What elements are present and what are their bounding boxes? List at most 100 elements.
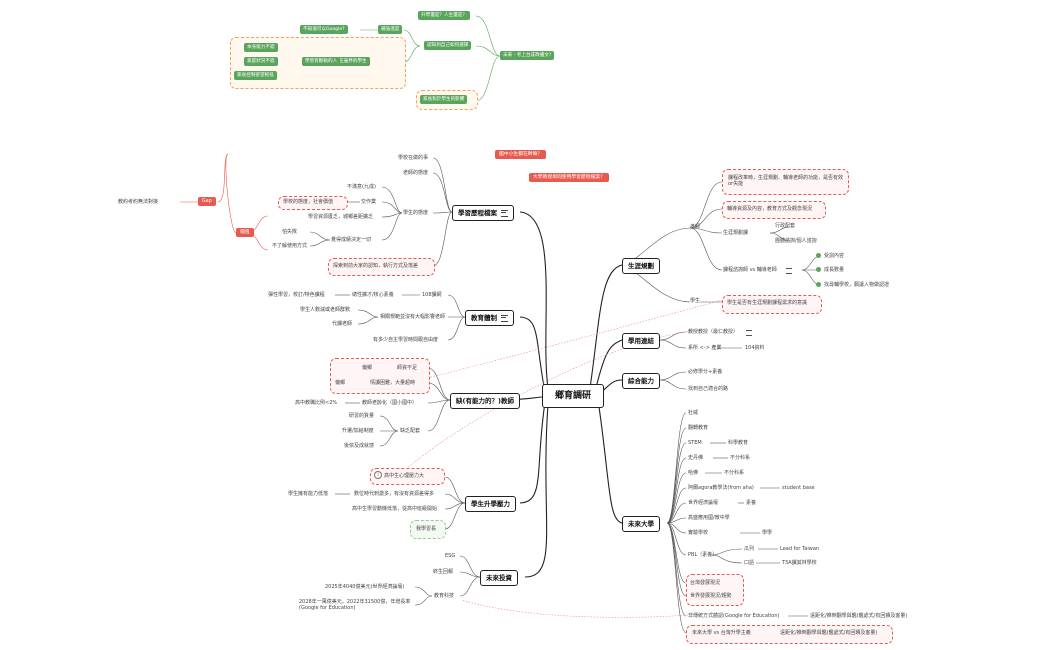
ex-digital[interactable]: 數位時代刺激多，有沒有資源差得多 — [354, 491, 435, 497]
lp-teacher-attitude[interactable]: 老師的態度 — [403, 170, 429, 176]
fu-vs-1[interactable]: 遠距化/推倒翻學與鑑(鑑處式/有回饋及客量) — [780, 630, 878, 636]
fi-2028[interactable]: 2028年一萬億美元，2022年31500億，年增長率(Google for E… — [299, 599, 411, 611]
career-training[interactable]: 受訓內容 — [824, 253, 845, 259]
topic-edu-system[interactable]: 教育體制 — [465, 310, 514, 326]
ability-path[interactable]: 找到自己適合的路 — [688, 386, 729, 392]
topic-learning[interactable]: 學習歷程檔案 — [452, 205, 514, 221]
tc-promotion[interactable]: 升遷/加給制度 — [342, 428, 374, 434]
fu-exp-1[interactable]: 學學 — [762, 530, 773, 536]
topic-career[interactable]: 生涯規劃 — [622, 258, 660, 274]
lp-value[interactable]: 價值 — [236, 228, 254, 237]
fu-item-1[interactable]: 翻轉教育 — [688, 425, 709, 431]
fu-pbl-a[interactable]: 瓜列 — [744, 546, 755, 552]
career-growth[interactable]: 成長數量 — [824, 267, 845, 273]
es-students[interactable]: 學生人數減或老師群數 — [300, 307, 351, 313]
lp-unsatisfied[interactable]: 不滿意(九成) — [347, 184, 376, 190]
top-node-google[interactable]: 不知道可以Google? — [300, 25, 348, 34]
fu-pbl-b[interactable]: 口語 — [744, 560, 755, 566]
lp-homework[interactable]: 交作業 — [361, 199, 377, 205]
top-node-progress[interactable]: 補強進度 — [378, 25, 403, 34]
tc-overtime[interactable]: 情讀困難，大量超時 — [370, 380, 416, 386]
fi-2025[interactable]: 2025年4040億美元(世界經濟論壇) — [325, 584, 405, 590]
fu-agora-1[interactable]: student base — [782, 485, 815, 491]
es-sub[interactable]: 代課老師 — [332, 321, 353, 327]
lp-student-attitude[interactable]: 學生的態度 — [403, 210, 429, 216]
fu-stanford-1[interactable]: 不分科系 — [730, 455, 751, 461]
fu-pbl-a1[interactable]: Lead for Taiwan — [780, 546, 820, 552]
es-rules[interactable]: 相關規範並沒有大幅影響老師 — [380, 314, 446, 320]
ex-grow[interactable]: 我學習長 — [416, 526, 437, 532]
topic-teachers[interactable]: 缺(有能力的？)教師 — [450, 393, 520, 409]
es-autonomy[interactable]: 有多少自主學習時間跟自由度 — [373, 337, 439, 343]
topic-future-uni[interactable]: 未來大學 — [622, 516, 660, 532]
ex-motivation[interactable]: 高中生學習動機低落，從高中班級開始 — [352, 506, 438, 512]
es-flex[interactable]: 彈性學習，校訂/特色課程 — [268, 292, 325, 298]
career-vs[interactable]: 課程諮詢師 vs 輔導老師 — [723, 267, 777, 273]
tc-ratio[interactable]: 高中教職比例<2% — [295, 400, 338, 406]
fu-item-5[interactable]: 阿爾agora教學法(from aha) — [688, 485, 754, 491]
fu-item-7[interactable]: 高盛應用國/微中學 — [688, 515, 730, 521]
top-node-home[interactable]: 家庭狀況不錯 — [244, 57, 278, 66]
fu-lwf[interactable]: 非傳統方式體認(Google for Education) — [688, 613, 780, 619]
top-node-ability[interactable]: 本身能力不錯 — [244, 43, 278, 52]
tc-shortage[interactable]: 師資不足 — [397, 365, 418, 371]
tc-support[interactable]: 缺乏配套 — [400, 428, 421, 434]
career-student[interactable]: 學生 — [690, 298, 701, 304]
fu-harvard-1[interactable]: 不分科系 — [724, 470, 745, 476]
fu-item-4[interactable]: 哈佛 — [688, 470, 699, 476]
fu-vs[interactable]: 未來大學 vs 台灣升學主義 — [692, 630, 751, 636]
fu-item-2[interactable]: STEM — [688, 440, 702, 446]
topic-exam[interactable]: 學生升學壓力 — [465, 496, 516, 512]
career-plan-class[interactable]: 生涯規劃課 — [723, 230, 749, 236]
fu-tw1[interactable]: 台灣發展現況 — [690, 580, 721, 586]
lp-school-do[interactable]: 學校在做的事 — [398, 155, 429, 161]
school-industry[interactable]: 系所 <-> 產業 — [688, 345, 722, 351]
career-resources-text[interactable]: 輔導資源及內容，教育方式及觀念現況 — [727, 206, 813, 212]
ex-ability[interactable]: 學生擁有能力低落 — [288, 491, 329, 497]
career-find-school[interactable]: 找尋輔學校，願讓入物做認證 — [824, 282, 890, 288]
career-counsel[interactable]: 團體諮詢/個人諮詢 — [775, 238, 817, 244]
lp-usage[interactable]: 不了解使用方式 — [272, 243, 308, 249]
fu-stem-1[interactable]: 科學教育 — [728, 440, 749, 446]
topic-ability[interactable]: 綜合能力 — [622, 373, 660, 389]
question-elementary[interactable]: 國中小生都在幹嘛？ — [495, 150, 547, 159]
top-node-edge-students[interactable]: 在邊界的學生 — [336, 57, 370, 66]
central-topic[interactable]: 鄉育調研 — [542, 384, 604, 408]
top-node-choice[interactable]: 認知到自己如何選擇 — [424, 41, 472, 50]
tc-rural-b[interactable]: 偏鄉 — [335, 380, 346, 386]
ex-stress[interactable]: 高中生心理壓力大 — [384, 473, 425, 479]
lp-grades[interactable]: 覺得成績決定一切 — [331, 237, 372, 243]
topic-future-inv[interactable]: 未來投資 — [480, 570, 518, 586]
lp-explore[interactable]: 探索到前大家的認知，執行方式及落差 — [333, 263, 419, 269]
tc-achievement[interactable]: 後依及成就感 — [344, 443, 375, 449]
es-core[interactable]: 總性擴才/核心素養 — [352, 292, 394, 298]
ability-credits[interactable]: 必修學分+素養 — [688, 369, 723, 375]
fu-item-8[interactable]: 實驗學校 — [688, 530, 709, 536]
fu-pbl-b1[interactable]: T3A課其林學校 — [782, 560, 817, 566]
fu-item-3[interactable]: 史丹佛 — [688, 455, 704, 461]
tc-training[interactable]: 研習的質量 — [349, 413, 375, 419]
career-reform-text[interactable]: 課程改革時，生涯規劃、輔導老師的功能，是否有效or失能 — [728, 175, 844, 187]
lp-gap-text[interactable]: 教約考約無法對接 — [118, 199, 159, 205]
fu-tw2[interactable]: 世界發展現況/趨勢 — [690, 593, 732, 599]
tc-rural-a[interactable]: 偏鄉 — [362, 365, 373, 371]
lp-fear[interactable]: 怕失敗 — [282, 229, 298, 235]
topic-school[interactable]: 學用連結 — [622, 333, 660, 349]
school-professor[interactable]: 教授教授（最仁教授） — [688, 329, 739, 335]
fu-item-9[interactable]: PBL（素養） — [688, 552, 718, 558]
top-node-parents[interactable]: 家長控制欲望較低 — [234, 71, 277, 80]
top-node-broken-track[interactable]: 學習有斷軌的人 — [302, 57, 341, 66]
fi-return[interactable]: 終生回報 — [433, 569, 454, 575]
fu-lwf-1[interactable]: 遠距化/推倒翻學與鑑(鑑處式/有回饋及客量) — [810, 613, 908, 619]
top-node-path[interactable]: 升學還是？人生還是？ — [418, 11, 470, 20]
question-professors[interactable]: 大學教授如何使用學習歷程檔案？ — [529, 173, 609, 182]
top-root-node[interactable]: 未來 - 考上台成政優文? — [500, 51, 555, 60]
school-104[interactable]: 104資料 — [745, 345, 765, 351]
top-node-family[interactable]: 家長對於學生的影響 — [420, 95, 468, 104]
fu-wef-1[interactable]: 素養 — [746, 500, 757, 506]
fu-item-6[interactable]: 世界經濟論壇 — [688, 500, 719, 506]
es-108[interactable]: 108課綱 — [422, 292, 442, 298]
career-teacher[interactable]: 老師 — [690, 224, 701, 230]
lp-gap[interactable]: Gap — [198, 197, 216, 206]
career-student-text[interactable]: 學生是否有生涯規劃課程需求的意識 — [727, 300, 808, 306]
